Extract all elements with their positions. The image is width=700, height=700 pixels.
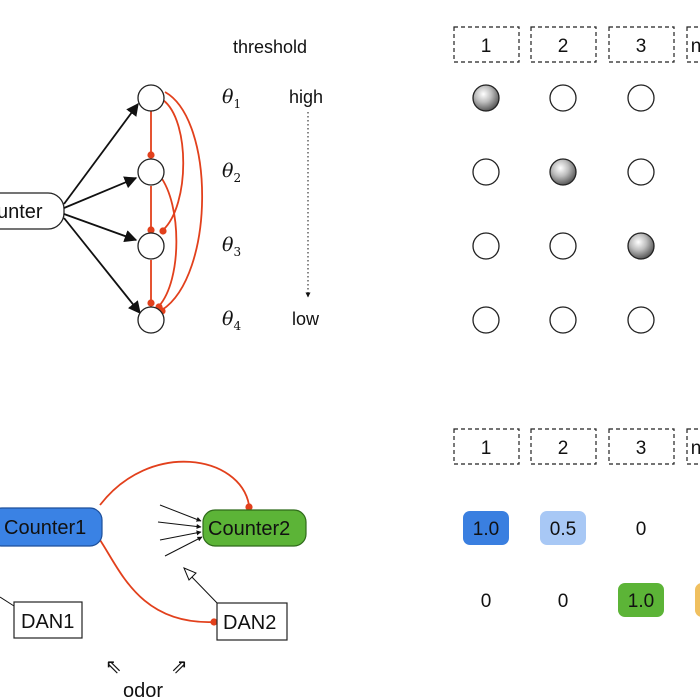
counter2-input-arrows bbox=[157, 504, 203, 557]
value-cell-bg bbox=[695, 583, 700, 617]
bottom-header-3: 3 bbox=[636, 438, 647, 459]
counter1-node: Counter1 bbox=[0, 507, 103, 547]
threshold-neurons bbox=[137, 84, 165, 334]
bottom-panel: 1 2 3 n Counter1 Counter2 bbox=[0, 428, 700, 700]
value-cell: 0 bbox=[636, 519, 647, 540]
value-grid: 1.0 0.5 0 0 0 1.0 bbox=[463, 511, 700, 617]
theta-4: θ4 bbox=[222, 308, 241, 333]
counter-node: unter bbox=[0, 192, 65, 230]
inactive-unit bbox=[627, 84, 655, 112]
counter2-label: Counter2 bbox=[208, 518, 290, 540]
inhib-2-4 bbox=[158, 175, 178, 307]
odor-arrow-left-icon: ⇖ bbox=[105, 654, 122, 678]
inactive-unit bbox=[549, 232, 577, 260]
active-unit bbox=[549, 158, 577, 186]
excitatory-arrows bbox=[63, 102, 141, 314]
bottom-header-1: 1 bbox=[481, 438, 492, 459]
inactive-unit bbox=[627, 158, 655, 186]
value-cell-bg bbox=[463, 511, 509, 545]
arrow-to-neuron-2 bbox=[63, 176, 138, 209]
inhib-1-3 bbox=[162, 99, 185, 231]
value-cell: 0 bbox=[558, 591, 569, 612]
arrow-to-neuron-1 bbox=[63, 102, 139, 205]
value-cell: 1.0 bbox=[628, 591, 654, 612]
odor-arrows: ⇖ ⇗ bbox=[105, 654, 188, 678]
neuron-2 bbox=[137, 158, 165, 186]
low-label: low bbox=[292, 309, 320, 329]
inhib-1-4 bbox=[161, 91, 203, 311]
top-header-2: 2 bbox=[558, 36, 569, 57]
threshold-title: threshold bbox=[233, 37, 307, 57]
theta-1: θ1 bbox=[222, 86, 241, 111]
active-unit bbox=[472, 84, 500, 112]
value-cell: 0.5 bbox=[550, 519, 576, 540]
dan2-label: DAN2 bbox=[223, 612, 276, 634]
bottom-column-headers: 1 2 3 n bbox=[453, 428, 700, 465]
dan2-node: DAN2 bbox=[216, 602, 288, 641]
top-column-headers: 1 2 3 n bbox=[453, 26, 700, 63]
inactive-unit bbox=[549, 306, 577, 334]
active-unit bbox=[627, 232, 655, 260]
top-panel: unter bbox=[0, 26, 700, 334]
theta-2: θ2 bbox=[222, 160, 241, 185]
value-cell: 1.0 bbox=[473, 519, 499, 540]
inhib-counter1-counter2 bbox=[99, 460, 250, 506]
activation-grid bbox=[472, 84, 655, 334]
value-cell-bg bbox=[540, 511, 586, 545]
top-header-3: 3 bbox=[636, 36, 647, 57]
counter-label: unter bbox=[0, 201, 43, 223]
top-header-n: n bbox=[691, 36, 700, 57]
dan2-modulation-arrow bbox=[183, 567, 197, 581]
inhibitory-connections bbox=[147, 91, 203, 315]
inactive-unit bbox=[549, 84, 577, 112]
inhib-dan-counter1 bbox=[99, 539, 215, 623]
theta-3: θ3 bbox=[222, 234, 241, 259]
neuron-3 bbox=[137, 232, 165, 260]
odor-arrow-right-icon: ⇗ bbox=[171, 654, 188, 678]
counter2-node: Counter2 bbox=[202, 509, 307, 547]
inactive-unit bbox=[472, 158, 500, 186]
value-cell: 0 bbox=[481, 591, 492, 612]
bottom-header-n: n bbox=[691, 438, 700, 459]
counter1-label: Counter1 bbox=[4, 517, 86, 539]
inactive-unit bbox=[472, 232, 500, 260]
inactive-unit bbox=[627, 306, 655, 334]
arrow-to-neuron-3 bbox=[63, 213, 138, 243]
neuron-4 bbox=[137, 306, 165, 334]
bottom-header-2: 2 bbox=[558, 438, 569, 459]
dan1-node: DAN1 bbox=[13, 601, 83, 639]
neuron-1 bbox=[137, 84, 165, 112]
inactive-unit bbox=[472, 306, 500, 334]
arrow-to-neuron-4 bbox=[63, 217, 141, 314]
dan1-label: DAN1 bbox=[21, 611, 74, 633]
theta-labels: θ1 θ2 θ3 θ4 bbox=[222, 86, 241, 333]
value-cell-bg bbox=[618, 583, 664, 617]
odor-label: odor bbox=[123, 680, 163, 700]
high-label: high bbox=[289, 87, 323, 107]
top-header-1: 1 bbox=[481, 36, 492, 57]
